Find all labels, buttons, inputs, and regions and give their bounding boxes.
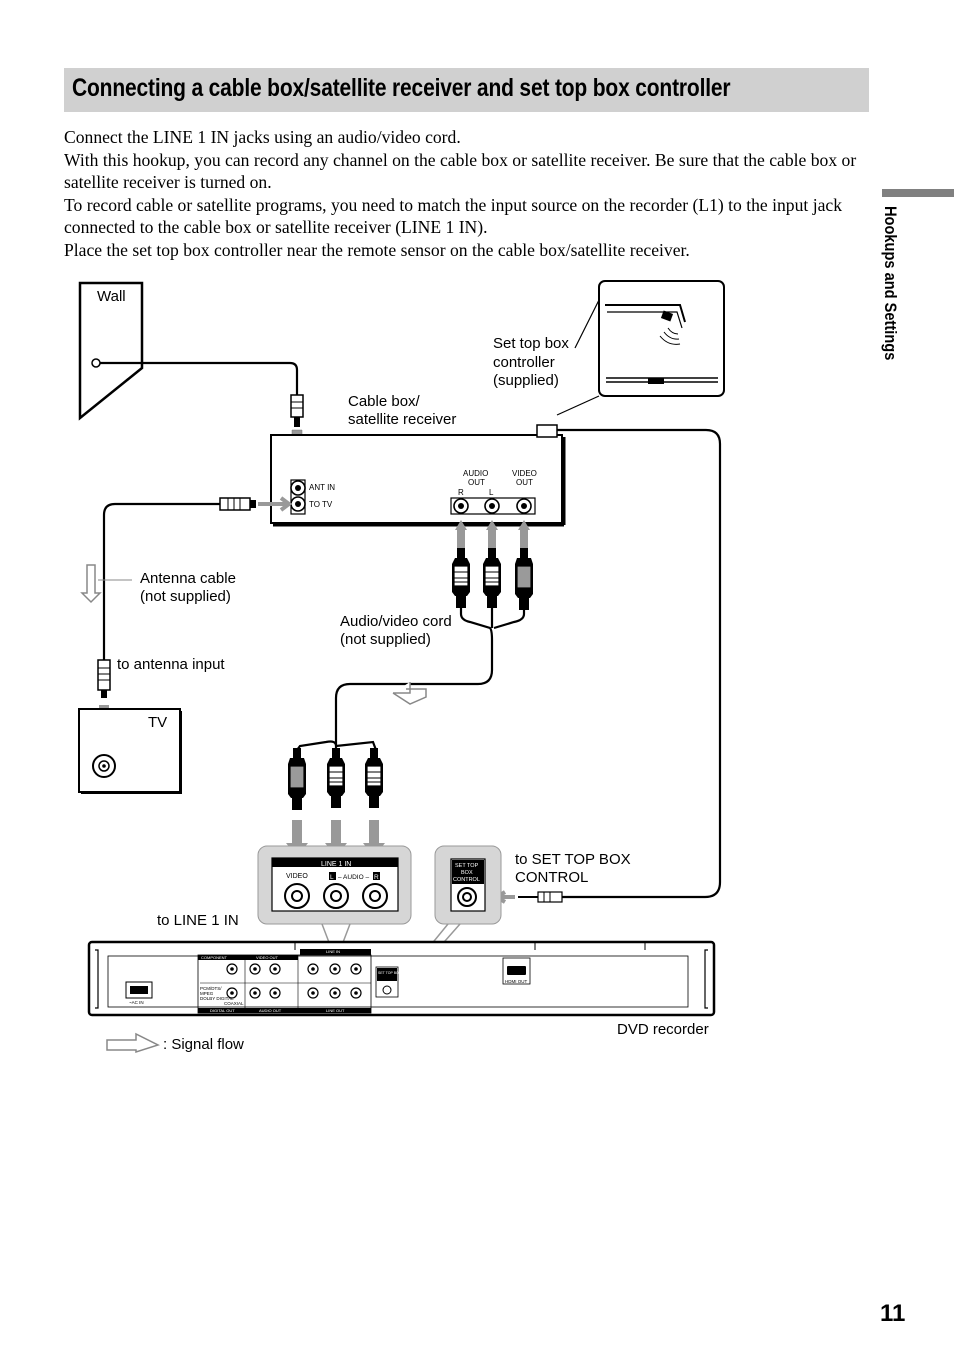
av-cord-label: (not supplied): [340, 631, 431, 648]
controller-label: controller: [493, 354, 555, 371]
to-tv-jack: [290, 496, 306, 512]
intro-text: Connect the LINE 1 IN jacks using an aud…: [64, 126, 869, 262]
title-bar: Connecting a cable box/satellite receive…: [64, 68, 869, 112]
antenna-cable-label: (not supplied): [140, 588, 231, 605]
video-out-label: OUT: [516, 478, 533, 487]
to-stb-control-label: to SET TOP BOX: [515, 851, 631, 868]
panel-pcm: MPEG: [200, 991, 214, 996]
stb-label: BOX: [461, 870, 473, 876]
wall: Wall: [78, 281, 144, 421]
l-label: L: [489, 488, 494, 497]
video-out-label: VIDEO: [512, 469, 537, 478]
remote-sensor: [536, 424, 558, 438]
cable-box: ANT IN TO TV AUDIO OUT VIDEO OUT R L: [270, 424, 566, 527]
video-label: VIDEO: [286, 873, 308, 880]
section-label: Hookups and Settings: [880, 206, 906, 366]
section-label-text: Hookups and Settings: [881, 206, 900, 361]
panel-line-in: LINE IN: [326, 949, 340, 954]
signal-flow-legend: : Signal flow: [106, 1032, 244, 1054]
wall-label: Wall: [97, 288, 126, 305]
intro-paragraph: With this hookup, you can record any cha…: [64, 149, 857, 193]
antenna-cable-label: Antenna cable: [140, 570, 236, 587]
mini-plug: [518, 891, 563, 903]
antenna-cable: [102, 502, 222, 660]
panel-pcm: PCM/DTS/: [200, 986, 222, 991]
section-tab-marker: [882, 189, 954, 197]
audio-r-label: R: [374, 874, 379, 881]
signal-flow-arrow: [80, 564, 102, 604]
f-connector-top: [290, 394, 304, 427]
intro-paragraph: Place the set top box controller near th…: [64, 239, 690, 260]
panel-hdmi-out: HDMI OUT: [505, 979, 527, 984]
intro-paragraph: To record cable or satellite programs, y…: [64, 194, 842, 238]
stb-label: CONTROL: [453, 877, 480, 883]
line1-in-title: LINE 1 IN: [321, 861, 351, 868]
to-line1-in-label: to LINE 1 IN: [157, 912, 239, 929]
f-connector-tv: [97, 659, 111, 698]
panel-stb: SET TOP BOX CONTROL: [378, 971, 419, 975]
av-cord: [287, 520, 534, 811]
to-tv-label: TO TV: [309, 500, 333, 509]
audio-l-label: L: [330, 874, 334, 881]
panel-line-out: LINE OUT: [326, 1008, 345, 1013]
controller-label: Set top box: [493, 335, 569, 352]
stb-label: SET TOP: [455, 863, 479, 869]
panel-audio-out: AUDIO OUT: [259, 1008, 282, 1013]
panel-pcm: DOLBY DIGITAL: [200, 996, 234, 1001]
dvd-recorder-label: DVD recorder: [617, 1021, 709, 1038]
ant-in-label: ANT IN: [309, 483, 335, 492]
audio-l-out-jack: [484, 498, 500, 514]
panel-video-out: VIDEO OUT: [256, 955, 279, 960]
audio-out-label: AUDIO: [463, 469, 488, 478]
av-cord-label: Audio/video cord: [340, 613, 452, 630]
panel-coaxial: COAXIAL: [224, 1001, 244, 1006]
audio-out-label: OUT: [468, 478, 485, 487]
tv-label: TV: [148, 714, 167, 731]
r-label: R: [458, 488, 464, 497]
ac-in-label: ~AC IN: [129, 1000, 144, 1005]
to-tv-arrow: [258, 496, 293, 512]
stb-control-panel: SET TOP BOX CONTROL: [434, 845, 502, 925]
tv: TV: [78, 708, 182, 794]
page-number: 11: [880, 1300, 906, 1327]
line1-in-panel: LINE 1 IN VIDEO L – AUDIO – R: [257, 845, 412, 925]
audio-label: – AUDIO –: [338, 874, 369, 881]
dvd-recorder: ~AC IN COMPONENT VIDEO OUT LINE IN DIGIT…: [87, 940, 716, 1017]
signal-flow-label: : Signal flow: [163, 1036, 244, 1053]
intro-paragraph: Connect the LINE 1 IN jacks using an aud…: [64, 127, 461, 147]
stb-controller-inset: [556, 280, 725, 416]
panel-digital-out: DIGITAL OUT: [210, 1008, 235, 1013]
cable-box-label: Cable box/: [348, 393, 421, 410]
f-connector-side: [219, 497, 256, 511]
controller-label: (supplied): [493, 372, 559, 389]
cable-box-label: satellite receiver: [348, 411, 456, 428]
audio-r-out-jack: [453, 498, 469, 514]
to-antenna-input-label: to antenna input: [117, 656, 225, 673]
to-stb-control-label: CONTROL: [515, 869, 588, 886]
wall-cable: [100, 361, 299, 395]
page-title: Connecting a cable box/satellite receive…: [72, 74, 731, 102]
video-out-jack: [516, 498, 532, 514]
ant-in-jack: [290, 480, 306, 496]
controller-cable: [557, 428, 722, 899]
av-signal-arrow: [392, 682, 427, 705]
panel-component: COMPONENT: [201, 955, 228, 960]
